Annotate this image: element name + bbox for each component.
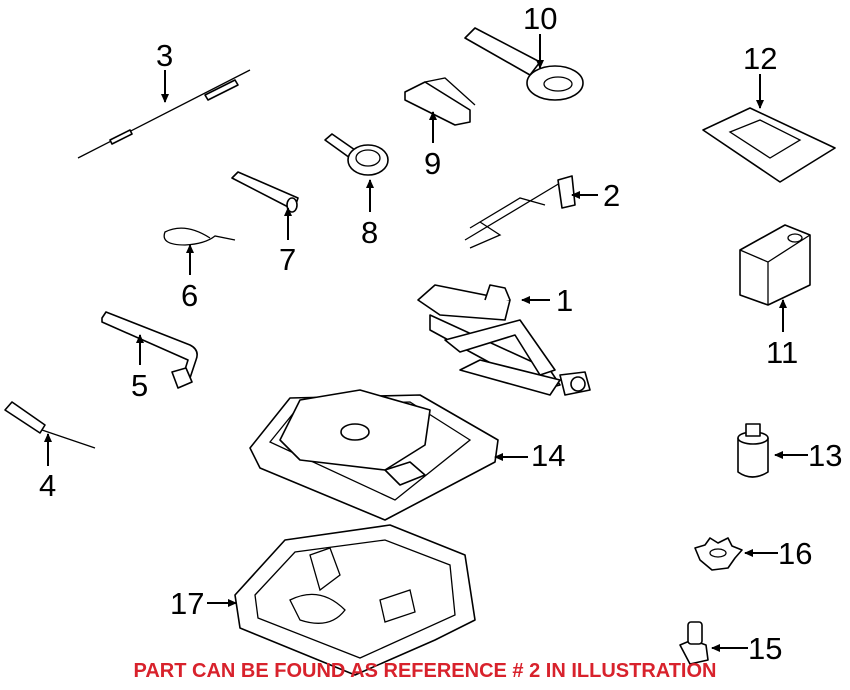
part-3-rod — [77, 69, 251, 159]
callout-11: 11 — [766, 335, 798, 370]
callout-16: 16 — [778, 536, 812, 571]
callout-6: 6 — [181, 278, 198, 313]
part-13-bottle — [737, 423, 769, 478]
callout-13: 13 — [808, 438, 842, 473]
callout-17: 17 — [170, 586, 204, 621]
callout-2: 2 — [603, 178, 620, 213]
part-15-bolt — [679, 621, 709, 665]
callout-15: 15 — [748, 631, 782, 666]
callout-5: 5 — [131, 368, 148, 403]
part-9-clip — [404, 77, 476, 126]
callout-9: 9 — [424, 146, 441, 181]
callout-14: 14 — [531, 438, 565, 473]
part-11-box — [739, 224, 811, 306]
callout-8: 8 — [361, 215, 378, 250]
callout-10: 10 — [523, 1, 557, 36]
callout-4: 4 — [39, 468, 56, 503]
part-12-mat — [702, 107, 836, 183]
callout-arrows — [44, 34, 808, 652]
part-5-lug-wrench — [101, 311, 198, 389]
part-1-jack — [417, 284, 591, 396]
callout-3: 3 — [156, 38, 173, 73]
callout-7: 7 — [279, 242, 296, 277]
part-16-nut — [694, 537, 743, 571]
part-4-screwdriver — [4, 401, 96, 449]
part-17-tray — [234, 524, 476, 676]
reference-note: PART CAN BE FOUND AS REFERENCE # 2 IN IL… — [133, 660, 717, 682]
part-14-cover — [249, 389, 499, 521]
part-7-pin — [231, 171, 299, 213]
callout-1: 1 — [556, 283, 573, 318]
part-2-jack-handle — [464, 175, 576, 249]
part-6-hook — [163, 227, 236, 246]
callout-12: 12 — [743, 41, 777, 76]
part-10-tow-eye — [464, 27, 584, 101]
part-8-bolt — [324, 133, 389, 176]
